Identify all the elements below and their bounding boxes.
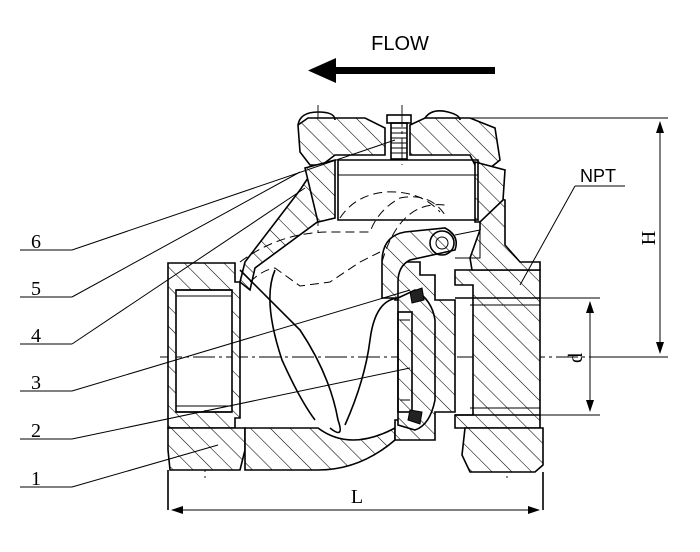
right-bore — [455, 297, 540, 416]
callout-5: 5 — [31, 278, 41, 300]
npt-callout — [519, 185, 625, 286]
dimension-d-label: d — [565, 353, 587, 363]
dimension-d — [540, 297, 600, 416]
bonnet-cap — [297, 110, 506, 223]
disc-open-phantom — [239, 191, 446, 287]
valve-body — [167, 172, 544, 510]
flow-arrow — [308, 58, 495, 83]
left-bore — [176, 289, 232, 413]
dimension-h-label: H — [638, 231, 660, 245]
dimension-h — [470, 117, 668, 358]
hinge-arm — [381, 227, 481, 299]
seat-gasket — [407, 287, 425, 425]
flow-passage-curve — [239, 269, 399, 434]
callout-2: 2 — [31, 420, 41, 442]
npt-label: NPT — [580, 166, 616, 186]
callout-4: 4 — [31, 325, 41, 347]
callout-1: 1 — [31, 468, 41, 490]
flow-label: FLOW — [371, 33, 429, 55]
callout-leaders — [20, 139, 411, 488]
inner-wall-left — [269, 269, 316, 421]
disc — [397, 289, 436, 431]
callout-6: 6 — [31, 231, 41, 253]
vent-plug — [386, 114, 412, 160]
dimension-l-label: L — [351, 486, 363, 508]
callout-3: 3 — [31, 372, 41, 394]
